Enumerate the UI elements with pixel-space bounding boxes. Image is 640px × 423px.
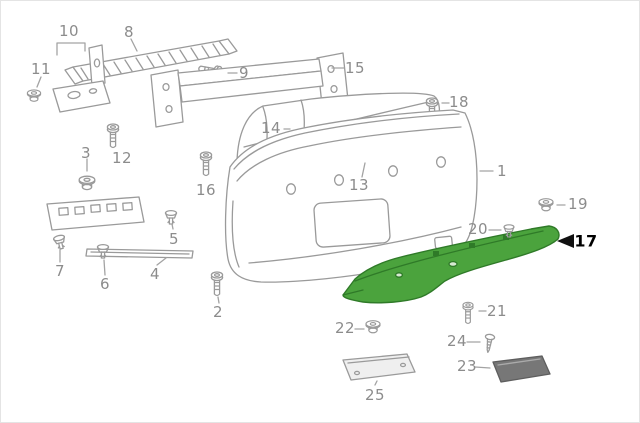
arrow-17-icon [557, 234, 574, 248]
callout-25: 25 [364, 386, 386, 404]
reflector-part-23 [492, 355, 551, 383]
callout-16: 16 [195, 181, 217, 199]
bolt-part-2 [210, 271, 224, 297]
grommet-part-11 [26, 89, 42, 102]
leader-lines [36, 38, 566, 386]
callout-15: 15 [344, 59, 366, 77]
callout-21: 21 [486, 302, 508, 320]
callout-14: 14 [260, 119, 282, 137]
callout-20: 20 [467, 220, 489, 238]
grommet-part-19 [538, 198, 554, 212]
callout-12: 12 [111, 149, 133, 167]
bolt-part-12 [106, 123, 120, 149]
callout-19: 19 [567, 195, 589, 213]
reflector-part-25 [342, 353, 416, 381]
callout-1: 1 [496, 162, 508, 180]
clip-part-5 [164, 209, 178, 225]
callout-17-highlighted: 17 [574, 231, 598, 251]
bolt-part-16 [199, 151, 213, 177]
callout-22: 22 [334, 319, 356, 337]
callout-7: 7 [54, 262, 66, 280]
callout-2: 2 [212, 303, 224, 321]
impact-absorber-part [150, 52, 349, 128]
callout-13: 13 [348, 176, 370, 194]
grommet-part-22 [365, 320, 381, 334]
callout-11: 11 [30, 60, 52, 78]
callout-10: 10 [58, 22, 80, 40]
support-plate-part [46, 196, 145, 231]
callout-8: 8 [123, 23, 135, 41]
valance-highlighted-part [342, 225, 560, 304]
bolt-part-21 [462, 301, 474, 325]
clip-part-7 [52, 233, 68, 251]
trim-strip-part [85, 248, 194, 259]
bumper-cover-part [224, 109, 478, 283]
screw-part-24 [482, 333, 496, 354]
callout-9: 9 [238, 64, 250, 82]
mounting-bracket-part [52, 44, 111, 113]
callout-4: 4 [149, 265, 161, 283]
callout-3: 3 [80, 144, 92, 162]
grommet-part-3 [78, 175, 96, 191]
callout-6: 6 [99, 275, 111, 293]
callout-5: 5 [168, 230, 180, 248]
impact-bar-part [64, 38, 238, 85]
callout-23: 23 [456, 357, 478, 375]
callout-18: 18 [448, 93, 470, 111]
callout-24: 24 [446, 332, 468, 350]
